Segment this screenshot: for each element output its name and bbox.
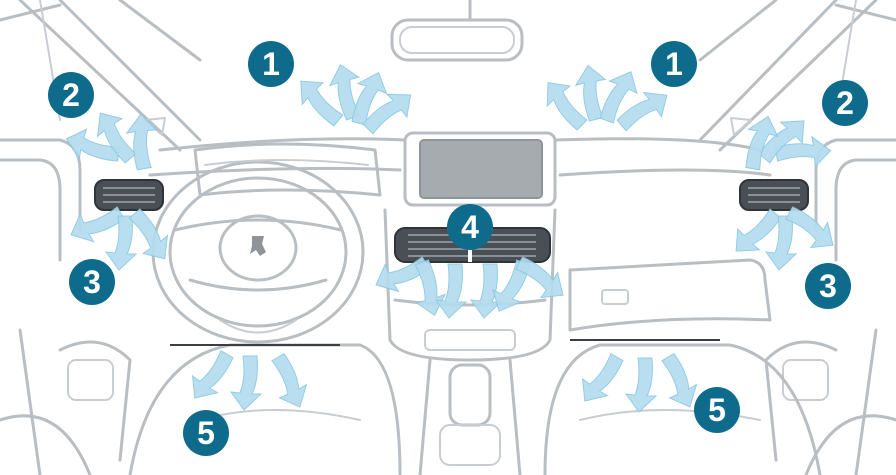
airflow-arrow-icon [436,264,466,318]
callout-badge-4: 4 [447,204,493,250]
callout-badge-5-left: 5 [183,410,229,456]
callout-badge-2-right: 2 [822,80,868,126]
airflow-arrow-icon [626,358,656,412]
airflow-arrows-5-right [574,348,705,414]
airflow-arrow-icon [262,352,315,414]
callout-badge-3-right: 3 [805,263,851,309]
airflow-arrows-1-left [290,60,420,142]
callout-badge-2-left: 2 [48,72,94,118]
peugeot-logo-icon [250,236,266,256]
callout-badge-1-right: 1 [651,41,697,87]
airflow-arrow-icon [184,345,237,407]
airflow-arrow-icon [231,356,261,410]
airflow-arrow-icon [124,112,163,170]
callout-badge-1-left: 1 [248,41,294,87]
callout-badge-3-left: 3 [69,259,115,305]
airflow-arrow-icon [574,348,627,410]
callout-badge-5-right: 5 [694,387,740,433]
airflow-arrows-2-right [742,110,833,173]
